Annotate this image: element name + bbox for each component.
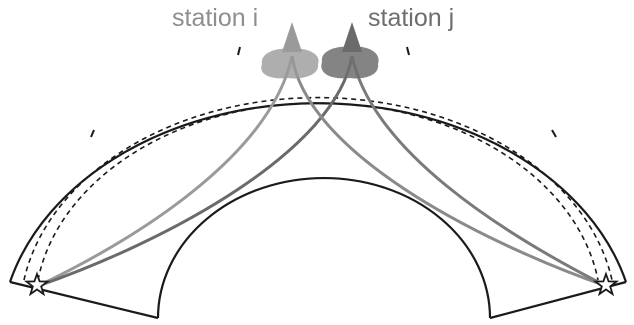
- station-j-triangle-icon: [342, 22, 362, 52]
- ray-left-to-station-j: [37, 55, 354, 288]
- tick-mark: [237, 46, 241, 56]
- tick-mark: [551, 129, 557, 138]
- station-i-label: station i: [172, 4, 259, 32]
- station-j-label: station j: [368, 4, 455, 32]
- right-source-star-icon: [592, 271, 620, 297]
- ray-right-to-station-j: [350, 55, 607, 288]
- station-i-triangle-icon: [282, 22, 302, 52]
- outer-surface-arc: [8, 102, 628, 283]
- left-source-star-icon: [23, 271, 51, 297]
- ray-right-to-station-i: [290, 55, 607, 288]
- tick-mark: [90, 129, 95, 138]
- station-i-shaded-patch: [261, 48, 319, 79]
- ray-left-to-station-i: [37, 55, 294, 288]
- lower-dashed-boundary: [37, 102, 599, 281]
- tick-mark: [406, 46, 410, 56]
- inner-core-arc: [156, 176, 492, 319]
- upper-dashed-boundary: [23, 96, 613, 281]
- station-j-shaded-patch: [321, 46, 379, 79]
